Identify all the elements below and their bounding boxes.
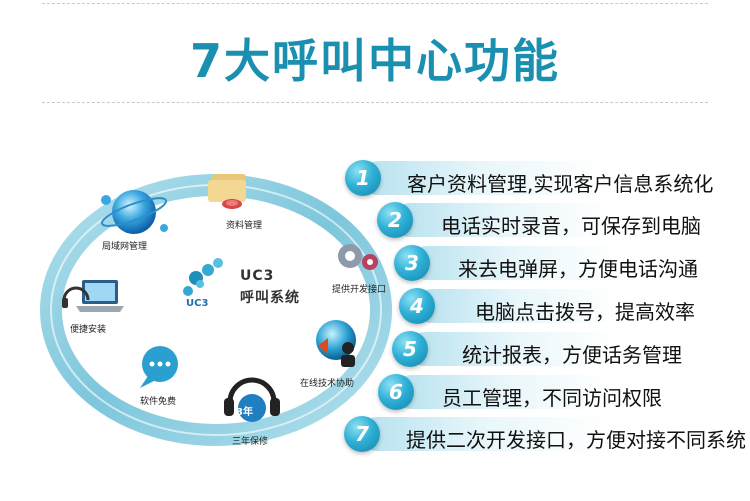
chat-bubble-icon	[140, 346, 178, 388]
feature-text: 员工管理，不同访问权限	[442, 386, 662, 410]
title-divider	[42, 102, 708, 103]
laptop-icon	[62, 280, 124, 312]
feature-text: 来去电弹屏，方便电话沟通	[458, 257, 698, 281]
ring-graphic	[40, 174, 392, 446]
feature-number-badge: 3	[394, 245, 430, 281]
feature-number-badge: 4	[399, 288, 435, 324]
globe-icon	[100, 190, 168, 234]
feature-number-badge: 6	[378, 374, 414, 410]
warranty-badge-text: 3年	[236, 407, 253, 418]
center-title-uc3: UC3	[240, 268, 275, 284]
feature-item-5: 5 统计报表，方便话务管理	[392, 330, 705, 368]
feature-item-1: 1 客户资料管理,实现客户信息系统化	[345, 159, 713, 197]
label-data-management: 资料管理	[226, 221, 263, 231]
feature-text: 客户资料管理,实现客户信息系统化	[407, 172, 714, 196]
gear-icon	[338, 244, 378, 270]
headset-icon	[224, 377, 280, 422]
feature-number-badge: 2	[377, 202, 413, 238]
label-easy-install: 便捷安装	[70, 325, 107, 335]
label-dev-interface: 提供开发接口	[332, 285, 387, 295]
label-online-support: 在线技术协助	[300, 379, 355, 389]
feature-text: 电话实时录音，可保存到电脑	[441, 214, 701, 238]
label-lan-management: 局域网管理	[102, 242, 148, 252]
feature-text: 统计报表，方便话务管理	[462, 343, 682, 367]
feature-item-2: 2 电话实时录音，可保存到电脑	[377, 201, 705, 239]
feature-text: 电脑点击拨号，提高效率	[475, 300, 695, 324]
center-title-system: 呼叫系统	[240, 290, 300, 306]
feature-item-4: 4 电脑点击拨号，提高效率	[399, 287, 705, 325]
feature-text: 提供二次开发接口，方便对接不同系统	[406, 428, 746, 452]
uc3-logo-icon	[183, 258, 223, 296]
folder-icon	[208, 174, 246, 209]
page-title: 7大呼叫中心功能	[189, 34, 560, 88]
feature-number-badge: 7	[344, 416, 380, 452]
uc3-logo-text: UC3	[186, 298, 209, 309]
feature-number-badge: 5	[392, 331, 428, 367]
feature-item-7: 7 提供二次开发接口，方便对接不同系统	[344, 415, 746, 453]
top-divider	[42, 3, 708, 4]
label-warranty: 三年保修	[232, 437, 269, 447]
feature-number-badge: 1	[345, 160, 381, 196]
feature-diagram: UC3 呼叫系统 UC3 资料管理 局域网管理 提供开发接口 便捷安装 在线技术…	[36, 150, 406, 470]
label-free-software: 软件免费	[140, 397, 177, 407]
online-support-icon	[316, 320, 356, 367]
feature-item-6: 6 员工管理，不同访问权限	[378, 373, 705, 411]
feature-item-3: 3 来去电弹屏，方便电话沟通	[394, 244, 705, 282]
